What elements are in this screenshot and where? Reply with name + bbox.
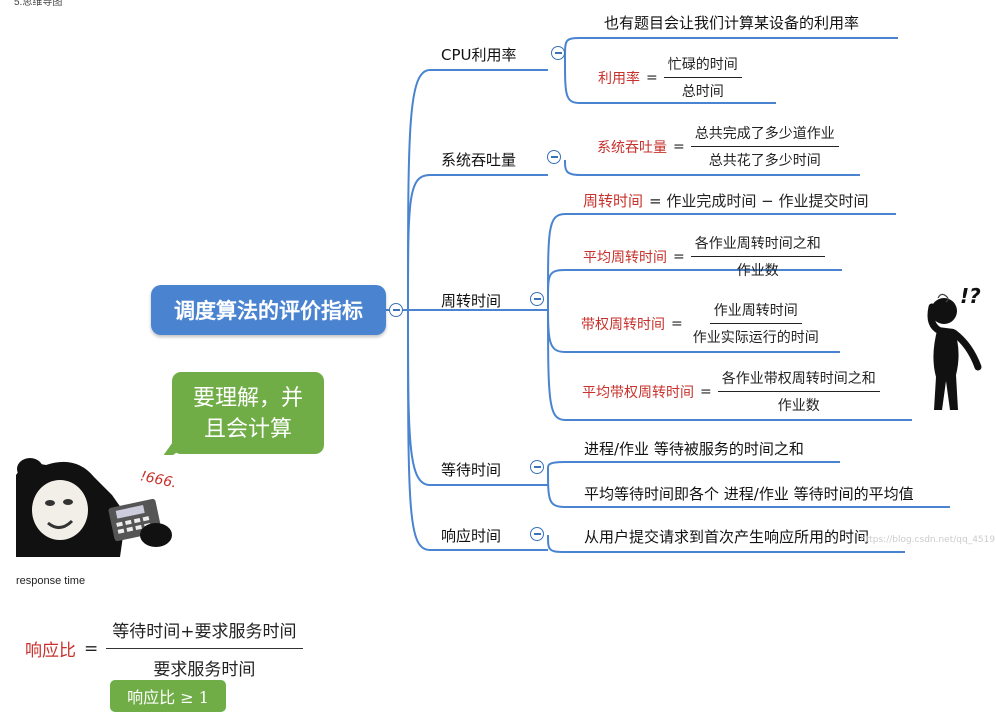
waiting-collapse-icon[interactable]: [530, 460, 544, 474]
response-ratio-formula: 响应比 = 等待时间+要求服务时间 要求服务时间: [25, 617, 303, 680]
equals-sign: =: [84, 638, 99, 659]
throughput-formula: 系统吞吐量 = 总共完成了多少道作业 总共花了多少时间: [597, 123, 839, 170]
avg-turnaround-label: 平均周转时间: [583, 249, 667, 266]
cpu-formula: 利用率 = 忙碌的时间 总时间: [598, 54, 742, 101]
turnaround-label: 周转时间: [583, 192, 644, 210]
equals-sign: =: [671, 315, 683, 332]
branch-throughput[interactable]: 系统吞吐量: [441, 151, 517, 169]
fraction-numerator: 忙碌的时间: [663, 54, 742, 78]
fraction-denominator: 总时间: [681, 84, 724, 100]
avg-weighted-turnaround-formula: 平均带权周转时间 = 各作业带权周转时间之和 作业数: [582, 368, 880, 415]
speech-bubble: 要理解，并 且会计算: [172, 372, 324, 454]
average-waiting-definition: 平均等待时间即各个 进程/作业 等待时间的平均值: [584, 485, 914, 503]
weighted-turnaround-label: 带权周转时间: [581, 316, 665, 333]
turnaround-definition: 周转时间 = 作业完成时间 − 作业提交时间: [583, 190, 868, 211]
branch-cpu-utilization[interactable]: CPU利用率: [441, 46, 517, 64]
response-ratio-label: 响应比: [25, 641, 76, 661]
confused-marks: !?: [960, 284, 981, 308]
equals-sign: =: [673, 138, 685, 155]
fraction-numerator: 各作业带权周转时间之和: [717, 368, 880, 392]
turnaround-expression: = 作业完成时间 − 作业提交时间: [649, 192, 869, 210]
fraction-denominator: 作业数: [736, 263, 779, 279]
fraction-denominator: 作业数: [777, 398, 820, 414]
utilization-fraction: 忙碌的时间 总时间: [663, 54, 742, 101]
fraction-denominator: 总共花了多少时间: [708, 153, 821, 169]
weighted-turnaround-fraction: 作业周转时间 作业实际运行的时间: [689, 300, 823, 347]
confused-figure-illustration: [927, 293, 982, 410]
fraction-numerator: 总共完成了多少道作业: [690, 123, 839, 147]
avg-weighted-turnaround-fraction: 各作业带权周转时间之和 作业数: [717, 368, 880, 415]
utilization-label: 利用率: [598, 70, 640, 87]
fraction-numerator: 作业周转时间: [709, 300, 802, 324]
bubble-line-2: 且会计算: [203, 417, 292, 442]
response-ratio-fraction: 等待时间+要求服务时间 要求服务时间: [106, 617, 303, 680]
response-time-definition: 从用户提交请求到首次产生响应所用的时间: [584, 528, 870, 546]
cpu-note: 也有题目会让我们计算某设备的利用率: [604, 14, 860, 32]
branch-response-time[interactable]: 响应时间: [441, 527, 502, 545]
fraction-numerator: 各作业周转时间之和: [690, 233, 825, 257]
response-ratio-badge: 响应比 ≥ 1: [110, 680, 226, 712]
panda-meme-illustration: [16, 455, 176, 557]
fraction-denominator: 作业实际运行的时间: [692, 330, 819, 346]
waiting-definition: 进程/作业 等待被服务的时间之和: [584, 440, 804, 458]
throughput-label: 系统吞吐量: [597, 139, 667, 156]
bubble-line-1: 要理解，并: [192, 386, 303, 411]
avg-weighted-turnaround-label: 平均带权周转时间: [582, 384, 694, 401]
watermark: https://blog.csdn.net/qq_4519: [860, 535, 996, 545]
throughput-collapse-icon[interactable]: [547, 150, 561, 164]
equals-sign: =: [646, 69, 658, 86]
avg-turnaround-fraction: 各作业周转时间之和 作业数: [690, 233, 825, 280]
top-caption: 5.思维导图: [14, 0, 63, 8]
response-time-label: response time: [16, 575, 86, 587]
fraction-denominator: 要求服务时间: [153, 660, 256, 680]
branch-waiting-time[interactable]: 等待时间: [441, 461, 502, 479]
cpu-collapse-icon[interactable]: [551, 46, 565, 60]
fraction-numerator: 等待时间+要求服务时间: [106, 617, 303, 649]
turnaround-collapse-icon[interactable]: [530, 292, 544, 306]
response-collapse-icon[interactable]: [530, 527, 544, 541]
equals-sign: =: [700, 383, 712, 400]
weighted-turnaround-formula: 带权周转时间 = 作业周转时间 作业实际运行的时间: [581, 300, 823, 347]
root-node[interactable]: 调度算法的评价指标: [151, 285, 386, 335]
root-collapse-icon[interactable]: [389, 303, 403, 317]
equals-sign: =: [673, 248, 685, 265]
throughput-fraction: 总共完成了多少道作业 总共花了多少时间: [690, 123, 839, 170]
branch-turnaround[interactable]: 周转时间: [441, 292, 502, 310]
avg-turnaround-formula: 平均周转时间 = 各作业周转时间之和 作业数: [583, 233, 825, 280]
